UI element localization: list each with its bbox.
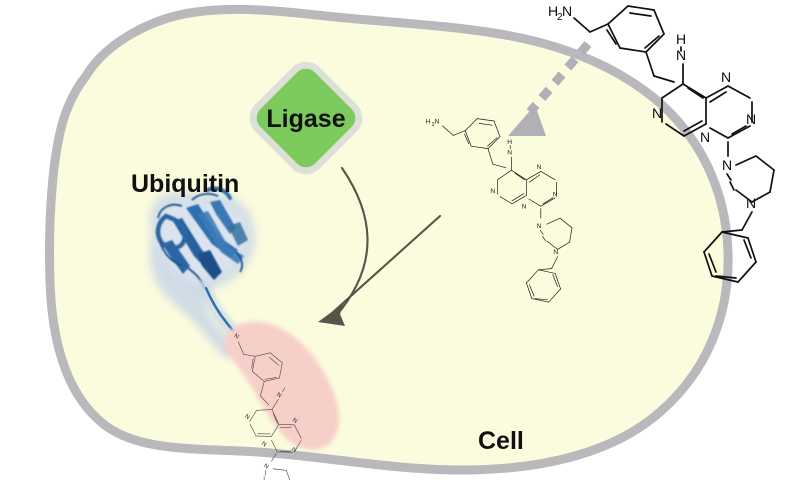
cell-body <box>45 4 733 475</box>
target-blob-shape <box>223 321 340 450</box>
atom-label-N-nh-3: N <box>275 392 282 399</box>
atom-label-N-piperazine-1: N <box>722 157 732 173</box>
atom-label-N-core-2: N <box>700 129 710 145</box>
atom-label-N-core-1-3: N <box>243 414 250 421</box>
atom-label-N-amine-2: N <box>435 118 440 125</box>
ring-pyrimidine-right-2 <box>526 171 557 207</box>
bond-ch2-benzyl <box>721 229 743 233</box>
target-protein-blob[interactable] <box>223 321 340 450</box>
atom-label-N-ubiquitin-link: N <box>233 333 240 340</box>
ubiquitin-label: Ubiquitin <box>131 170 239 198</box>
atom-label-H-nh: H <box>676 31 686 47</box>
ligase-diamond-shape <box>249 61 363 175</box>
bond-ch2-ring <box>589 23 609 33</box>
ligase-label: Ligase <box>266 105 345 133</box>
atom-label-N-core-4-2: N <box>553 192 558 199</box>
ubiquitin-ribbon <box>155 186 248 289</box>
bond-ch2-nh <box>653 75 675 83</box>
atom-label-N-core-3-3: N <box>291 417 298 424</box>
ring-pyrimidine-left <box>661 83 707 137</box>
bond-piperazine-ch2 <box>741 211 753 231</box>
arrow-head-shared <box>318 303 345 326</box>
molecule-compound-intracellular[interactable]: H 2 N H N <box>426 118 573 303</box>
ubiquitin-node[interactable]: Ubiquitin <box>131 170 255 358</box>
atom-label-H-amine-2-sub: 2 <box>432 122 435 128</box>
atom-label-N-core-4-3: N <box>290 447 297 454</box>
ring-benzene-A <box>606 5 665 53</box>
ring-benzene-A-3 <box>251 352 283 382</box>
atom-label-N-piperazine-2-2: N <box>553 249 558 256</box>
ring-piperazine-3 <box>263 468 292 480</box>
ring-pyrimidine-right <box>705 85 753 139</box>
atom-label-H-nh-2: H <box>507 139 512 146</box>
atom-label-N-core-4: N <box>746 111 756 127</box>
atom-label-H-amine: H <box>548 3 558 19</box>
atom-label-H-amine-sub: 2 <box>557 12 563 23</box>
ring-pyrimidine-left-3 <box>249 409 280 437</box>
ring-pyrimidine-right-3 <box>271 424 302 453</box>
compound-engagement-arrow <box>330 214 442 315</box>
atom-label-N-core-1-2: N <box>490 188 495 195</box>
atom-label-N-core-3-2: N <box>537 164 542 171</box>
dashed-arrow-head <box>508 105 546 136</box>
ring-benzyl <box>703 231 757 283</box>
atom-label-H-amine-2: H <box>426 118 431 125</box>
ring-benzene-A-2 <box>464 118 501 149</box>
atom-label-N-core-1: N <box>652 105 662 121</box>
bond-amine-ch2 <box>573 17 591 33</box>
atom-label-N-core-2-2: N <box>522 204 527 211</box>
ring-piperazine <box>726 155 775 203</box>
molecule-compound-ubiquitin-tagged[interactable]: N N <box>148 332 344 480</box>
cell-label: Cell <box>478 427 524 455</box>
atom-label-N-core-3: N <box>721 69 731 85</box>
atom-label-N-piperazine-1-3: N <box>262 463 269 470</box>
atom-label-N-nh-2: N <box>507 150 512 157</box>
molecule-compound-extracellular[interactable]: H 2 N H N <box>548 3 775 283</box>
ring-piperazine-2 <box>539 217 573 250</box>
ligase-node[interactable]: Ligase <box>247 59 366 178</box>
dashed-entry-arrow <box>508 41 592 136</box>
atom-label-N-core-2-3: N <box>260 441 267 448</box>
atom-label-N-amine: N <box>562 3 572 19</box>
atom-label-N-piperazine-2: N <box>746 195 756 211</box>
cell-membrane-shape <box>45 4 733 475</box>
bond-ringA-ch2 <box>645 51 655 77</box>
dashed-arrow-line <box>526 41 592 115</box>
atom-label-N-nh: N <box>676 47 686 63</box>
ring-pyrimidine-left-2 <box>497 169 527 205</box>
reaction-arrows <box>318 166 442 326</box>
ring-benzyl-2 <box>526 269 561 303</box>
atom-label-N-piperazine-1-2: N <box>537 223 542 230</box>
